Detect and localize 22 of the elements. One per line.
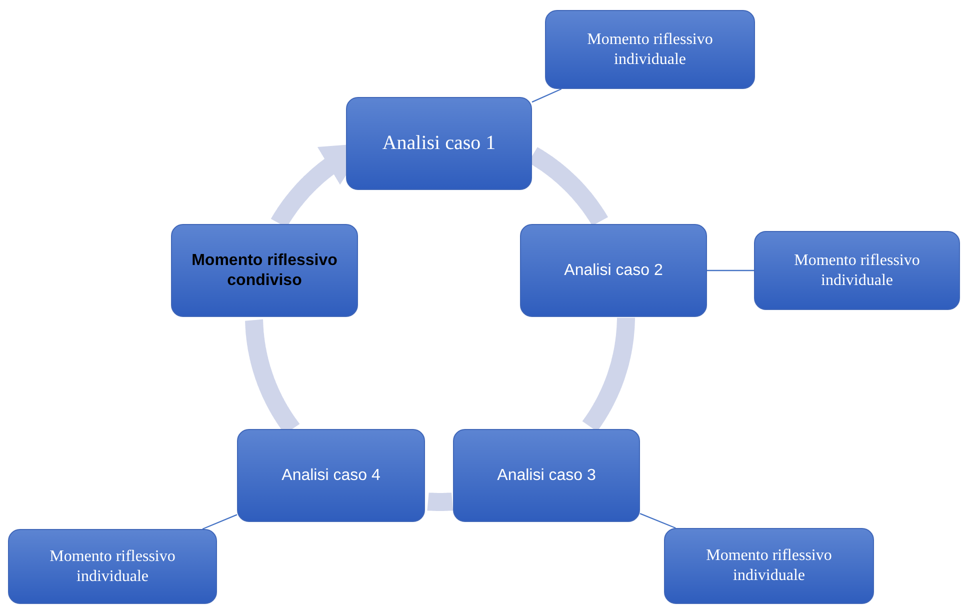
box-label: Analisi caso 4 [282,466,380,486]
box-label: Momento riflessivo individuale [48,546,176,586]
process-box [237,429,425,522]
connector-line [202,514,238,530]
connector-line [640,512,676,529]
process-box [171,224,358,317]
process-box [664,528,874,604]
box-label: Momento riflessivo individuale [793,250,921,290]
box-label: Momento riflessivo individuale [586,30,714,70]
process-box [520,224,707,317]
box-label: Momento riflessivo individuale [705,546,833,586]
box-label: Analisi caso 2 [564,260,663,280]
connector-line [532,88,562,103]
process-box [453,429,640,522]
box-label: Analisi caso 1 [382,131,496,156]
process-box [545,10,755,89]
process-box [8,529,217,604]
process-box [346,97,532,190]
process-box [754,231,960,310]
box-label: Momento riflessivo condiviso [190,250,338,290]
box-label: Analisi caso 3 [497,466,596,486]
connector-line [707,270,754,272]
